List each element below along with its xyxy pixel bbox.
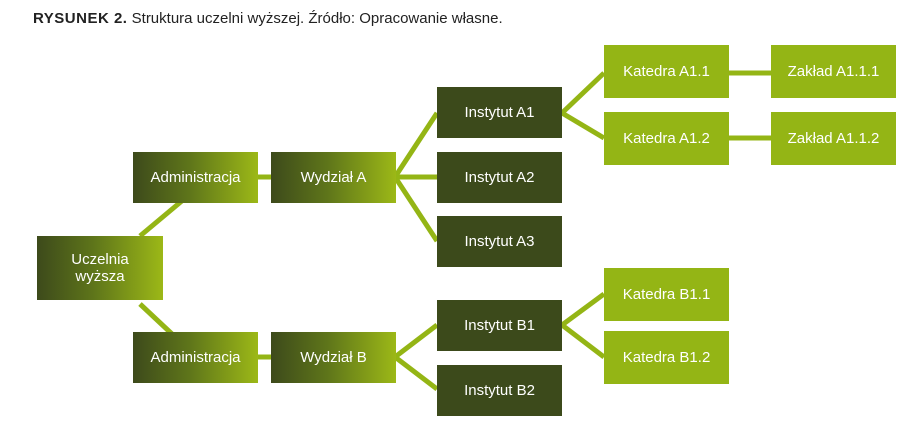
node-katedra-a12: Katedra A1.2 [604, 112, 729, 165]
link-instytut-b1-katedra-b11 [560, 291, 606, 328]
link-wydzial-a-instytut-a1 [392, 111, 440, 179]
node-instytut-a1: Instytut A1 [437, 87, 562, 138]
link-root-admin-b [138, 302, 174, 336]
link-wydzial-a-instytut-a3 [392, 175, 440, 243]
link-root-admin-a [138, 198, 185, 238]
link-instytut-b1-katedra-b12 [560, 323, 606, 359]
figure-caption: RYSUNEK 2. Struktura uczelni wyższej. Źr… [33, 10, 503, 27]
node-instytut-a3: Instytut A3 [437, 216, 562, 267]
node-administracja-b: Administracja [133, 332, 258, 383]
node-katedra-b11: Katedra B1.1 [604, 268, 729, 321]
link-instytut-a1-katedra-a12 [560, 110, 606, 141]
node-instytut-a2: Instytut A2 [437, 152, 562, 203]
node-katedra-b12: Katedra B1.2 [604, 331, 729, 384]
node-instytut-b2: Instytut B2 [437, 365, 562, 416]
node-zaklad-a112: Zakład A1.1.2 [771, 112, 896, 165]
node-uczelnia-wyzsza: Uczelnia wyższa [37, 236, 163, 300]
link-wydzial-b-instytut-b1 [393, 323, 439, 359]
node-instytut-b1: Instytut B1 [437, 300, 562, 351]
figure-title: Struktura uczelni wyższej. Źródło: Oprac… [131, 10, 503, 27]
node-wydzial-a: Wydział A [271, 152, 396, 203]
link-instytut-a1-katedra-a11 [560, 71, 606, 115]
link-wydzial-b-instytut-b2 [393, 355, 439, 391]
figure-label: RYSUNEK 2. [33, 10, 128, 27]
node-administracja-a: Administracja [133, 152, 258, 203]
node-katedra-a11: Katedra A1.1 [604, 45, 729, 98]
node-zaklad-a111: Zakład A1.1.1 [771, 45, 896, 98]
node-wydzial-b: Wydział B [271, 332, 396, 383]
